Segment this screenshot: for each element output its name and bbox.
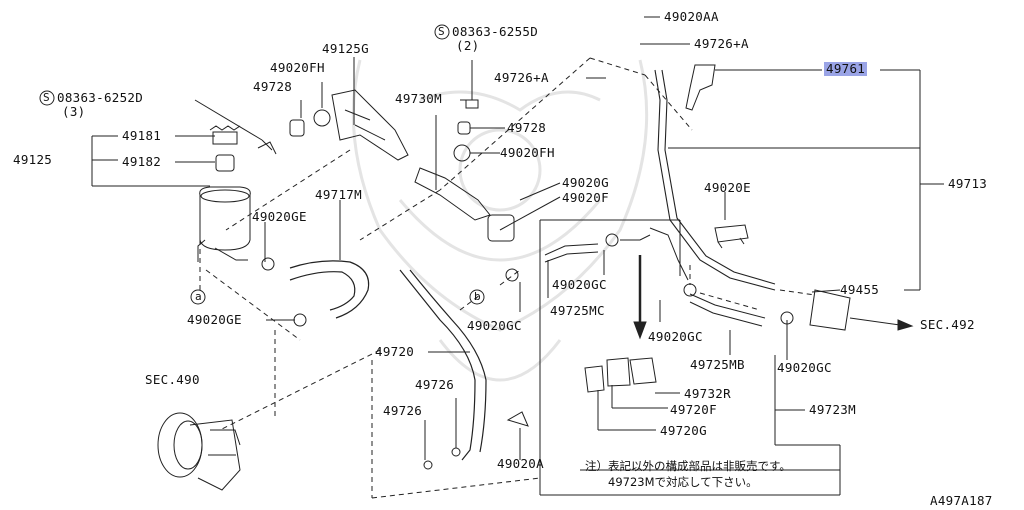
ref-a-label: a	[195, 290, 202, 303]
part-49720F-label: 49720F	[670, 402, 717, 417]
hose-49717M	[289, 260, 370, 319]
part-49720G-label: 49720G	[660, 423, 707, 438]
note-line-1: 注）表記以外の構成部品は非販売です。	[585, 459, 791, 473]
part-49020E-label: 49020E	[704, 180, 751, 195]
arrow-sec492-head	[897, 319, 914, 331]
part-49726-a-label: 49726	[415, 377, 455, 392]
bolt-1-code: 08363-6255D	[452, 24, 539, 39]
ref-a-circle	[190, 289, 206, 305]
arrow-sec492	[849, 317, 901, 326]
s-mark-circle-2	[39, 90, 55, 106]
note-line-2: 49723Mで対応して下さい。	[608, 475, 758, 489]
collar-left	[289, 119, 305, 137]
pipe-49720G	[620, 227, 689, 281]
part-49020FH-mid-label: 49020FH	[500, 145, 555, 160]
part-49020GC-c-label: 49020GC	[648, 329, 703, 344]
part-49730M-label: 49730M	[395, 91, 442, 106]
part-49455-label: 49455	[840, 282, 880, 297]
bolt-2-qty: (3)	[62, 104, 86, 119]
sensor-49761	[685, 64, 716, 111]
part-49732R-label: 49732R	[684, 386, 731, 401]
pipe-49713	[654, 69, 776, 291]
part-49020A-label: 49020A	[497, 456, 544, 471]
part-49020G-label: 49020G	[562, 175, 609, 190]
part-49125-label: 49125	[13, 152, 53, 167]
leader-lines	[91, 16, 944, 496]
part-49020GC-d-label: 49020GC	[777, 360, 832, 375]
bolt-1-qty: (2)	[456, 38, 480, 53]
part-49728-left-label: 49728	[253, 79, 293, 94]
small-clamps	[261, 233, 794, 470]
hose-49725MC	[544, 243, 599, 263]
bracket-49125G	[331, 89, 409, 161]
part-49020AA-label: 49020AA	[664, 9, 719, 24]
part-49020GE-top-label: 49020GE	[252, 209, 307, 224]
part-49726-b-label: 49726	[383, 403, 423, 418]
part-49725MB-label: 49725MB	[690, 357, 745, 372]
bolt-2-code: 08363-6252D	[57, 90, 144, 105]
spacer-49720F	[606, 357, 631, 387]
ref-b-circle	[469, 289, 485, 305]
part-49020GE-bot-label: 49020GE	[187, 312, 242, 327]
grommet-mid	[453, 144, 471, 162]
arrow-down-head	[633, 321, 647, 340]
part-49728-mid-label: 49728	[507, 120, 547, 135]
reservoir-tank	[197, 186, 251, 262]
part-49125G-label: 49125G	[322, 41, 369, 56]
s-mark-1: S	[438, 25, 445, 38]
bolt-left	[257, 139, 277, 155]
part-49726A-mid-label: 49726+A	[494, 70, 549, 85]
cooler-49455	[809, 289, 851, 331]
hose-49720	[399, 269, 487, 461]
s-mark-2: S	[43, 91, 50, 104]
clamp-49020G	[487, 214, 515, 242]
bracket-49730M	[414, 167, 491, 221]
part-49182-label: 49182	[122, 154, 162, 169]
part-49020FH-top-label: 49020FH	[270, 60, 325, 75]
part-49181-label: 49181	[122, 128, 162, 143]
collar-mid	[457, 121, 471, 135]
grommet-top	[313, 109, 331, 127]
part-49020GC-b-label: 49020GC	[467, 318, 522, 333]
diagram-id: A497A187	[930, 493, 993, 508]
watermark-emblem	[351, 59, 649, 382]
part-49723M-label: 49723M	[809, 402, 856, 417]
cap	[209, 125, 241, 145]
ref-sec490[interactable]: SEC.490	[145, 372, 200, 387]
part-49020F-label: 49020F	[562, 190, 609, 205]
clip-49020E	[714, 224, 749, 249]
s-mark-circle-1	[434, 24, 450, 40]
part-49717M-label: 49717M	[315, 187, 362, 202]
seal-ring	[215, 154, 235, 172]
ref-sec492[interactable]: SEC.492	[920, 317, 975, 332]
part-49761-label[interactable]: 49761	[824, 61, 868, 76]
part-49726A-top-label: 49726+A	[694, 36, 749, 51]
dashed-guides	[199, 57, 816, 499]
ref-b-label: b	[474, 290, 481, 303]
part-49725MC-label: 49725MC	[550, 303, 605, 318]
part-49713-label: 49713	[948, 176, 988, 191]
pump-assembly	[157, 412, 241, 491]
hose-49725MB	[689, 293, 766, 327]
bolt-mid	[465, 60, 479, 109]
part-49020GC-a-label: 49020GC	[552, 277, 607, 292]
spacer-49732R	[629, 357, 657, 385]
part-49720-label: 49720	[375, 344, 415, 359]
spacer-49720G	[584, 365, 605, 393]
